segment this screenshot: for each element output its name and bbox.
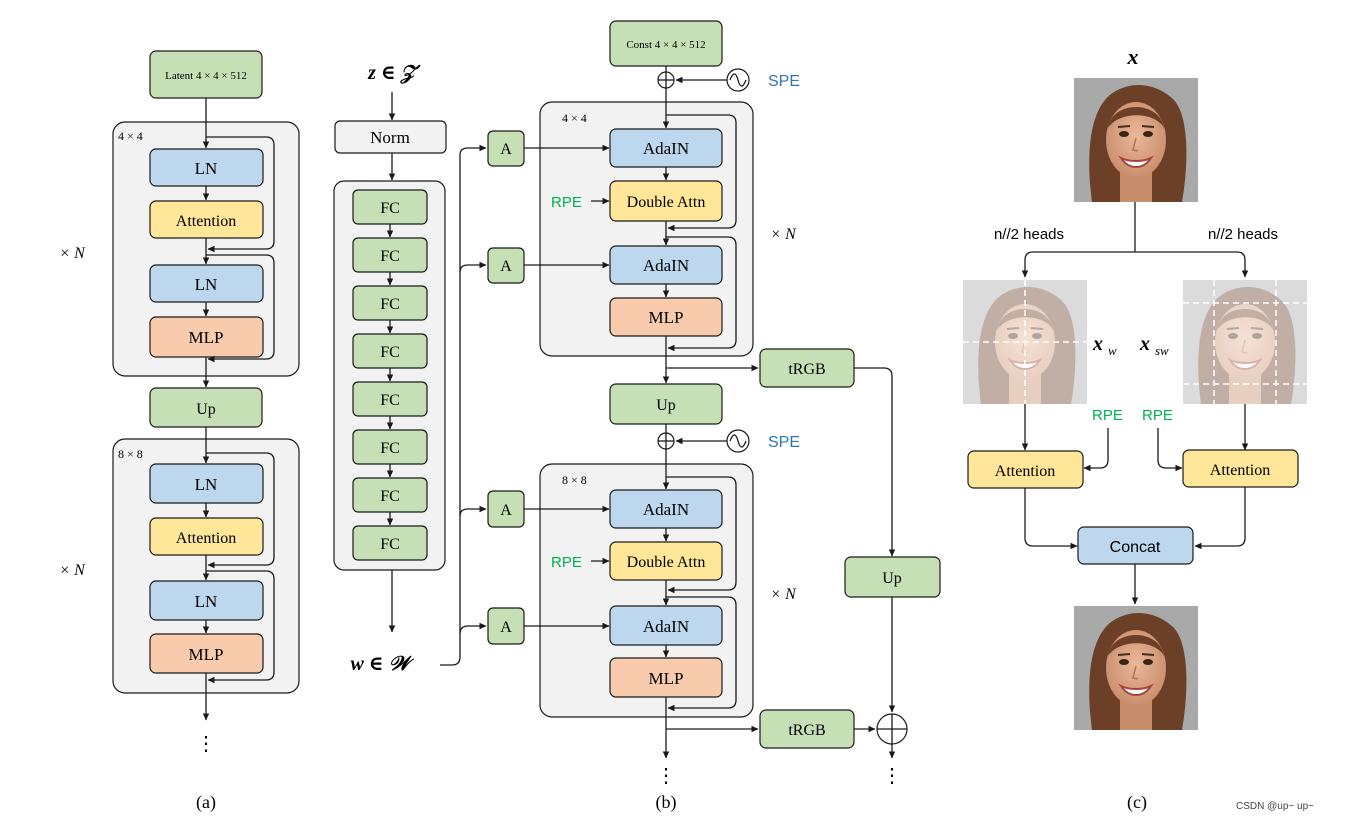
fc-label: FC <box>380 536 400 553</box>
xsw-subscript: sw <box>1155 343 1169 358</box>
spe-add-2: SPE <box>657 429 800 453</box>
fc-stack: FC FC FC FC FC FC FC FC <box>352 189 428 561</box>
attention-box-1: Attention <box>149 200 264 239</box>
block-b-8x8-res: 8 × 8 <box>562 473 587 487</box>
mlp-box-b2: MLP <box>609 657 723 698</box>
spe-label-2: SPE <box>768 434 800 451</box>
adain-box-4: AdaIN <box>609 605 723 646</box>
rpe-label-b1: RPE <box>551 194 582 211</box>
heads-right-label: n//2 heads <box>1208 226 1278 243</box>
spe-label-1: SPE <box>768 73 800 90</box>
block-8x8-res: 8 × 8 <box>118 447 143 461</box>
block-4x4-res: 4 × 4 <box>118 129 143 143</box>
adain-box-1: AdaIN <box>609 128 723 168</box>
mapping-network: z ∈ 𝒵 Norm FC FC FC FC FC FC FC FC w ∈ 𝒲 <box>333 62 447 675</box>
mlp-box-1: MLP <box>149 316 264 358</box>
up-box-b1: Up <box>609 383 723 425</box>
panel-a-arrows <box>202 98 275 721</box>
a-box-1: A <box>487 130 525 167</box>
rpe-label-c2: RPE <box>1142 407 1173 424</box>
repeat-label-a1: × N <box>59 245 86 262</box>
caption-b: (b) <box>656 792 677 813</box>
fc-box: FC <box>352 285 428 321</box>
attention-box-c2: Attention <box>1182 449 1299 488</box>
fc-label: FC <box>380 488 400 505</box>
mlp-box-2: MLP <box>149 633 264 674</box>
up-box-a: Up <box>149 387 263 428</box>
ln-box-1: LN <box>149 148 264 187</box>
sum-node <box>876 713 908 745</box>
watermark-text: CSDN @up~ up~ <box>1236 801 1314 812</box>
a-box-4: A <box>487 607 525 645</box>
block-b-4x4-res: 4 × 4 <box>562 111 587 125</box>
xw-subscript: w <box>1108 343 1117 358</box>
double-attn-box-2: Double Attn <box>609 541 723 581</box>
rpe-label-c1: RPE <box>1092 407 1123 424</box>
caption-a: (a) <box>196 792 216 813</box>
repeat-label-a2: × N <box>59 562 86 579</box>
a-box-3: A <box>487 490 525 528</box>
w-label: w ∈ 𝒲 <box>350 653 414 675</box>
fc-box: FC <box>352 189 428 225</box>
w-distribution-line <box>440 144 487 666</box>
fc-box: FC <box>352 381 428 417</box>
fc-label: FC <box>380 200 400 217</box>
heads-left-label: n//2 heads <box>994 226 1064 243</box>
panel-c: x n//2 heads n//2 heads x w x sw RPE <box>963 44 1307 813</box>
z-label: z ∈ 𝒵 <box>367 62 421 84</box>
panel-b: Const 4 × 4 × 512 SPE 4 × 4 A AdaIN RPE <box>440 20 941 813</box>
double-attn-box-1: Double Attn <box>609 180 723 222</box>
caption-c: (c) <box>1127 792 1147 813</box>
fc-label: FC <box>380 392 400 409</box>
continuation-dots-b1: ⋮ <box>656 765 676 787</box>
concat-box: Concat <box>1077 526 1194 565</box>
window-face-image <box>963 280 1087 404</box>
fc-label: FC <box>380 248 400 265</box>
xsw-label: x <box>1139 333 1150 355</box>
attention-box-2: Attention <box>149 517 264 556</box>
up-box-b-skip: Up <box>844 556 941 598</box>
fc-box: FC <box>352 477 428 513</box>
spe-add-1: SPE <box>657 66 800 92</box>
fc-label: FC <box>380 296 400 313</box>
ln-box-3: LN <box>149 463 264 504</box>
input-face-image <box>1074 78 1198 202</box>
mlp-box-b1: MLP <box>609 297 723 337</box>
fc-box: FC <box>352 525 428 561</box>
adain-box-2: AdaIN <box>609 245 723 285</box>
continuation-dots-a: ⋮ <box>196 733 216 755</box>
adain-box-3: AdaIN <box>609 489 723 529</box>
repeat-label-b1: × N <box>770 226 797 243</box>
xw-label: x <box>1092 333 1103 355</box>
rpe-label-b2: RPE <box>551 554 582 571</box>
attention-box-c1: Attention <box>967 450 1084 489</box>
output-face-image <box>1074 606 1198 730</box>
repeat-label-b2: × N <box>770 586 797 603</box>
fc-label: FC <box>380 440 400 457</box>
continuation-dots-b2: ⋮ <box>882 765 902 787</box>
a-box-2: A <box>487 247 525 284</box>
ln-box-2: LN <box>149 264 264 303</box>
fc-box: FC <box>352 237 428 273</box>
fc-box: FC <box>352 429 428 465</box>
ln-box-4: LN <box>149 580 264 621</box>
fc-label: FC <box>380 344 400 361</box>
latent-box: Latent 4 × 4 × 512 <box>149 50 263 99</box>
x-label: x <box>1127 44 1139 69</box>
norm-box: Norm <box>334 120 447 154</box>
shifted-window-face-image <box>1183 280 1307 404</box>
fc-box: FC <box>352 333 428 369</box>
panel-a: Latent 4 × 4 × 512 4 × 4 LN Attention LN… <box>59 50 300 813</box>
trgb-box-1: tRGB <box>759 348 855 388</box>
trgb-box-2: tRGB <box>759 709 855 749</box>
const-box: Const 4 × 4 × 512 <box>609 20 723 67</box>
